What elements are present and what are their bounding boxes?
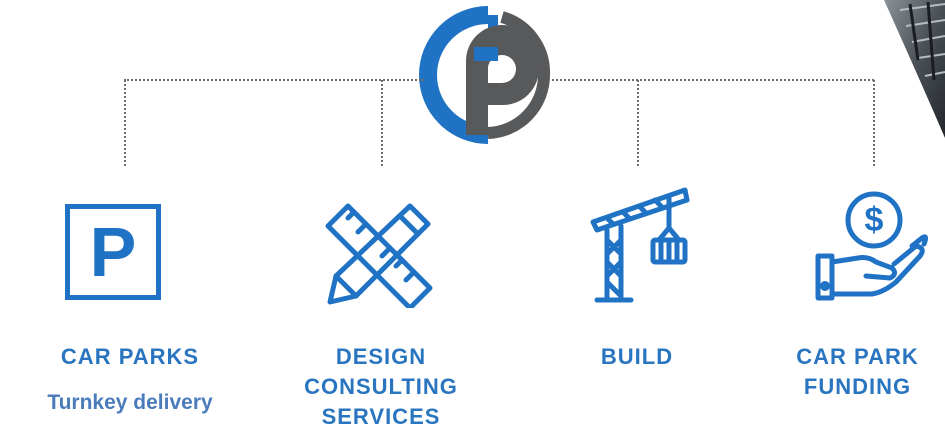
ruler-pencil-icon — [325, 203, 433, 308]
service-title-car-parks: CAR PARKS — [60, 344, 200, 369]
connector-line-right — [552, 79, 874, 81]
service-title-build: BUILD — [600, 344, 674, 369]
service-car-parks: P — [60, 200, 200, 430]
photo-corner-image — [884, 0, 945, 138]
parking-sign-letter: P — [89, 213, 137, 291]
connector-drop-3 — [637, 80, 639, 166]
crane-icon — [590, 187, 690, 303]
service-title-design-line3: SERVICES — [321, 404, 441, 429]
connector-drop-1 — [124, 80, 126, 166]
connector-drop-2 — [381, 80, 383, 166]
parking-sign-icon: P — [65, 204, 161, 300]
service-subtitle-car-parks: Turnkey delivery — [47, 391, 213, 414]
connector-line-left — [124, 79, 424, 81]
connector-drop-4 — [873, 80, 875, 166]
company-logo-icon — [419, 6, 551, 144]
service-title-design-line1: DESIGN — [335, 344, 427, 369]
coin-symbol: $ — [864, 201, 884, 239]
service-title-funding-line2: FUNDING — [803, 374, 912, 399]
service-title-design-line2: CONSULTING — [304, 374, 458, 399]
money-hand-icon — [815, 191, 929, 301]
service-title-funding-line1: CAR PARK — [796, 344, 919, 369]
